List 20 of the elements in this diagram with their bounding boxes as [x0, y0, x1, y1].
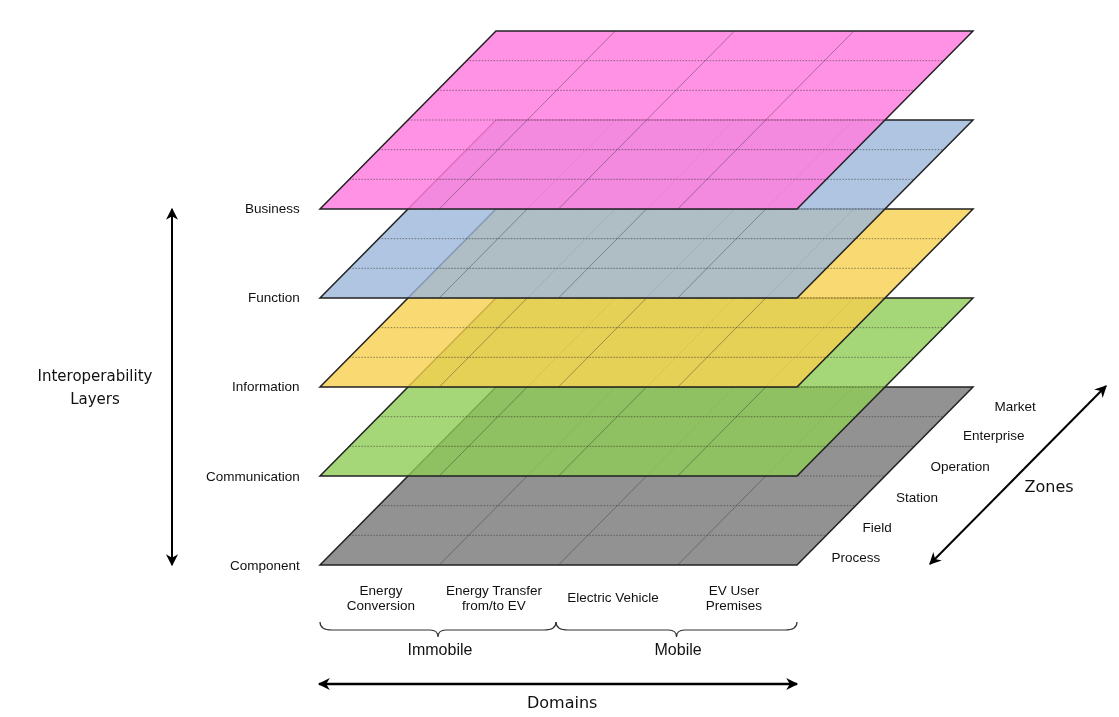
zone-label: Enterprise: [963, 428, 1025, 444]
zone-label: Station: [896, 490, 939, 506]
group-label: Immobile: [407, 641, 473, 660]
zone-label: Operation: [930, 459, 990, 475]
axis-title: Zones: [1024, 478, 1074, 497]
domain-label: Energy Conversion: [345, 582, 417, 614]
layer-label: Business: [245, 201, 300, 217]
group-label: Mobile: [654, 641, 702, 660]
layer-label: Component: [230, 558, 300, 574]
layer-label: Function: [248, 290, 300, 306]
domain-label: Energy Transfer from/to EV: [444, 582, 543, 614]
zone-label: Process: [831, 550, 881, 566]
layer-label: Information: [232, 379, 300, 395]
axis-title: Interoperability Layers: [36, 365, 154, 410]
domain-label: EV User Premises: [704, 582, 764, 614]
zone-label: Field: [862, 520, 892, 536]
zone-label: Market: [994, 399, 1036, 415]
domain-label: Electric Vehicle: [566, 590, 660, 606]
layer-label: Communication: [206, 469, 300, 485]
axis-title: Domains: [527, 694, 598, 713]
